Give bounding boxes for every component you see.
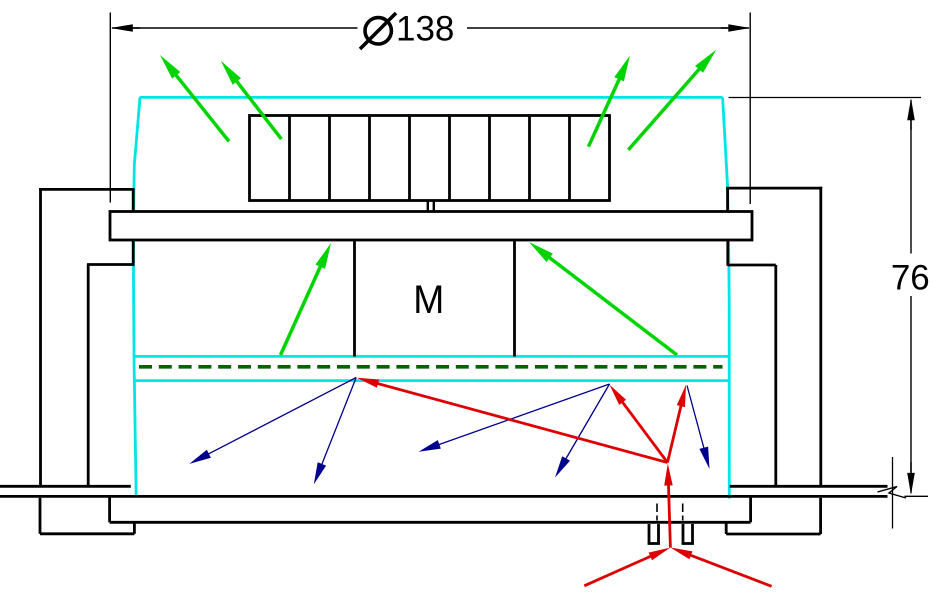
svg-text:76: 76 [891, 258, 930, 297]
svg-text:138: 138 [396, 9, 454, 48]
svg-text:M: M [413, 278, 444, 322]
